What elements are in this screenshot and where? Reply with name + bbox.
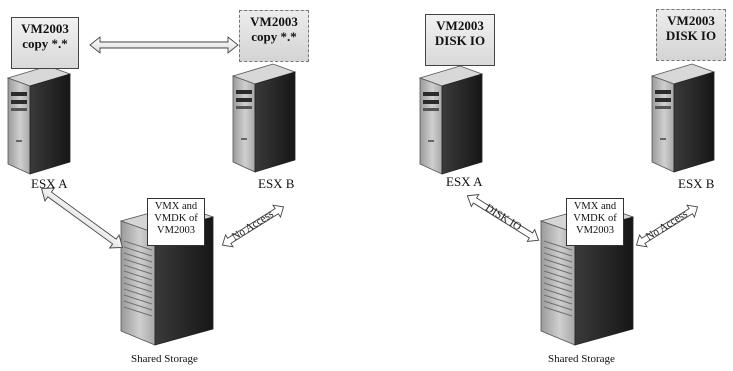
storage-note-line: VM2003: [150, 225, 202, 237]
vm-name: VM2003: [16, 21, 74, 36]
vm-task: copy *.*: [16, 36, 74, 51]
vm-name: VM2003: [430, 18, 490, 33]
storage-note-line: VMX and: [150, 201, 202, 213]
no-access-label-left: No Access: [230, 208, 276, 243]
vm-task: DISK IO: [430, 33, 490, 48]
host-label-esx-b-right: ESX B: [678, 176, 714, 192]
vm-task: copy *.*: [244, 29, 304, 44]
disk-io-label: DISK IO: [483, 202, 523, 233]
storage-note-line: VMDK of: [150, 213, 202, 225]
storage-note-line: VMDK of: [569, 213, 621, 225]
vm-label-esx-b-right: VM2003 DISK IO: [656, 9, 726, 61]
host-label-esx-a-right: ESX A: [446, 174, 482, 190]
esx-a-storage-double-arrow: [37, 182, 127, 254]
storage-note-box-right: VMX and VMDK of VM2003: [566, 198, 624, 246]
storage-note-line: VMX and: [569, 201, 621, 213]
shared-storage-label: Shared Storage: [131, 353, 198, 365]
vm-label-esx-a: VM2003 copy *.*: [11, 17, 79, 69]
vm-name: VM2003: [661, 13, 721, 28]
esx-a-server-icon: [8, 66, 70, 174]
vm-task: DISK IO: [661, 28, 721, 43]
vm-name: VM2003: [244, 14, 304, 29]
host-label-esx-a: ESX A: [31, 176, 67, 192]
storage-note-line: VM2003: [569, 225, 621, 237]
shared-storage-label-right: Shared Storage: [548, 353, 615, 365]
vm-label-esx-b: VM2003 copy *.*: [239, 10, 309, 62]
vm-label-esx-a-right: VM2003 DISK IO: [425, 14, 495, 66]
no-access-label-right: No Access: [644, 208, 690, 243]
esx-b-server-icon: [233, 64, 295, 172]
storage-note-box: VMX and VMDK of VM2003: [147, 198, 205, 246]
esx-a-server-icon-right: [420, 66, 482, 174]
esx-b-server-icon-right: [652, 64, 714, 172]
host-label-esx-b: ESX B: [258, 176, 294, 192]
vm-copy-double-arrow: [90, 37, 238, 53]
